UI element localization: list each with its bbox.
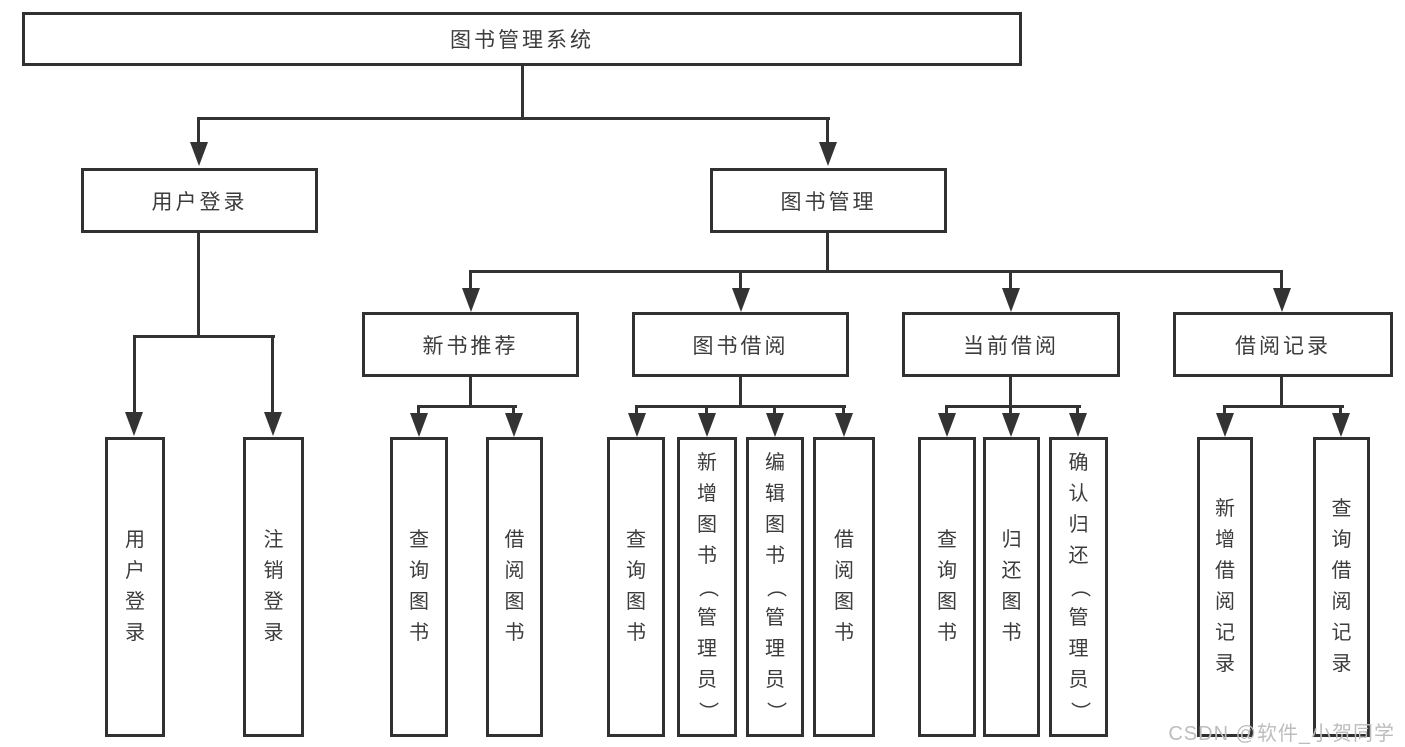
connector-line xyxy=(271,337,274,414)
leaf-bb-borrow-books: 借阅图书 xyxy=(813,437,875,737)
connector-line xyxy=(739,377,742,407)
node-label: 查询图书 xyxy=(409,529,429,644)
leaf-logout: 注销登录 xyxy=(243,437,304,737)
leaf-br-query-record: 查询借阅记录 xyxy=(1313,437,1370,737)
node-new-book-recommendation: 新书推荐 xyxy=(362,312,579,377)
node-borrowing-records: 借阅记录 xyxy=(1173,312,1393,377)
connector-line xyxy=(1009,377,1012,407)
connector-line xyxy=(773,407,776,415)
leaf-cb-return-books: 归还图书 xyxy=(983,437,1040,737)
connector-line xyxy=(512,407,515,415)
node-label: 新增借阅记录 xyxy=(1215,498,1235,675)
arrow-down-icon xyxy=(264,412,282,436)
arrow-down-icon xyxy=(1273,288,1291,312)
node-label: 图书管理 xyxy=(780,190,877,214)
node-book-management: 图书管理 xyxy=(710,168,947,233)
connector-line xyxy=(826,233,829,273)
node-label: 归还图书 xyxy=(1001,529,1022,644)
connector-line xyxy=(133,337,136,414)
arrow-down-icon xyxy=(1216,413,1234,437)
arrow-down-icon xyxy=(1069,413,1087,437)
leaf-bb-query-books: 查询图书 xyxy=(607,437,665,737)
arrow-down-icon xyxy=(1002,413,1020,437)
node-label: 用户登录 xyxy=(151,190,248,214)
connector-line xyxy=(1223,407,1226,415)
connector-line xyxy=(1280,272,1283,290)
arrow-down-icon xyxy=(410,413,428,437)
leaf-nb-borrow-books: 借阅图书 xyxy=(486,437,543,737)
leaf-bb-add-book-admin: 新增图书（管理员） xyxy=(677,437,737,737)
leaf-cb-confirm-return-admin: 确认归还（管理员） xyxy=(1049,437,1108,737)
node-label: 图书借阅 xyxy=(692,334,789,358)
connector-line xyxy=(521,66,524,119)
connector-line xyxy=(739,272,742,290)
connector-line xyxy=(469,270,1283,273)
arrow-down-icon xyxy=(1002,288,1020,312)
node-label: 用户登录 xyxy=(125,529,145,644)
connector-line xyxy=(705,407,708,415)
connector-line xyxy=(469,272,472,290)
leaf-bb-edit-book-admin: 编辑图书（管理员） xyxy=(746,437,804,737)
arrow-down-icon xyxy=(819,142,837,166)
connector-line xyxy=(635,407,638,415)
connector-line xyxy=(1009,272,1012,290)
connector-line xyxy=(197,117,830,120)
connector-line xyxy=(1223,405,1344,408)
node-label: 新增图书（管理员） xyxy=(696,451,719,722)
connector-line xyxy=(635,405,846,408)
leaf-br-add-record: 新增借阅记录 xyxy=(1197,437,1253,737)
leaf-cb-query-books: 查询图书 xyxy=(918,437,976,737)
node-user-login: 用户登录 xyxy=(81,168,318,233)
connector-line xyxy=(197,119,200,147)
node-label: 借阅图书 xyxy=(834,529,854,644)
leaf-user-login: 用户登录 xyxy=(105,437,165,737)
arrow-down-icon xyxy=(1332,413,1350,437)
csdn-watermark: CSDN @软件_小贺同学 xyxy=(1168,723,1395,745)
node-label: 编辑图书（管理员） xyxy=(764,451,787,722)
connector-line xyxy=(1076,407,1079,415)
connector-line xyxy=(826,119,829,147)
arrow-down-icon xyxy=(732,288,750,312)
connector-line xyxy=(133,335,275,338)
connector-line xyxy=(417,405,517,408)
connector-line xyxy=(197,233,200,337)
arrow-down-icon xyxy=(766,413,784,437)
connector-line xyxy=(469,377,472,407)
connector-line xyxy=(842,407,845,415)
node-library-management-system: 图书管理系统 xyxy=(22,12,1022,66)
leaf-nb-query-books: 查询图书 xyxy=(390,437,448,737)
node-label: 借阅记录 xyxy=(1235,334,1331,358)
node-current-borrowing: 当前借阅 xyxy=(902,312,1120,377)
node-label: 查询图书 xyxy=(937,529,957,644)
node-label: 注销登录 xyxy=(263,529,284,644)
node-label: 查询借阅记录 xyxy=(1331,498,1352,675)
arrow-down-icon xyxy=(190,142,208,166)
connector-line xyxy=(945,407,948,415)
arrow-down-icon xyxy=(628,413,646,437)
connector-line xyxy=(1280,377,1283,407)
node-label: 新书推荐 xyxy=(422,334,519,358)
node-label: 图书管理系统 xyxy=(450,29,594,52)
node-label: 查询图书 xyxy=(626,529,646,644)
node-label: 当前借阅 xyxy=(963,334,1059,358)
node-label: 借阅图书 xyxy=(504,529,525,644)
arrow-down-icon xyxy=(462,288,480,312)
arrow-down-icon xyxy=(125,412,143,436)
connector-line xyxy=(945,405,1081,408)
connector-line xyxy=(1009,407,1012,415)
node-book-borrowing: 图书借阅 xyxy=(632,312,849,377)
node-label: 确认归还（管理员） xyxy=(1068,451,1090,722)
arrow-down-icon xyxy=(505,413,523,437)
arrow-down-icon xyxy=(698,413,716,437)
connector-line xyxy=(1339,407,1342,415)
arrow-down-icon xyxy=(835,413,853,437)
arrow-down-icon xyxy=(938,413,956,437)
connector-line xyxy=(417,407,420,415)
